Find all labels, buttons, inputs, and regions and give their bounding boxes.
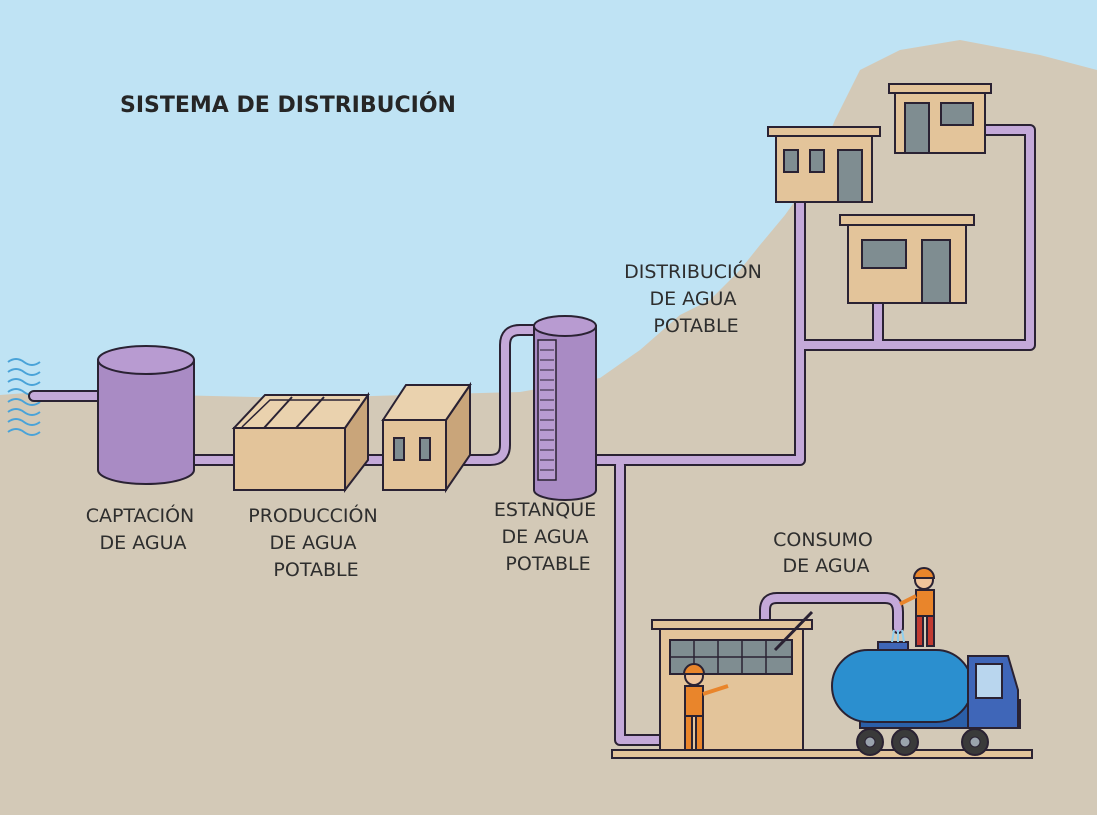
label-estanque-line3: POTABLE bbox=[505, 553, 590, 575]
house-2 bbox=[888, 83, 992, 154]
label-distribucion-line1: DISTRIBUCIÓN bbox=[624, 259, 762, 283]
diagram-title: SISTEMA DE DISTRIBUCIÓN bbox=[120, 92, 456, 118]
label-estanque: ESTANQUE DE AGUA POTABLE bbox=[494, 499, 602, 575]
label-produccion-line2: DE AGUA bbox=[269, 532, 356, 554]
label-distribucion-line2: DE AGUA bbox=[649, 288, 736, 310]
label-produccion-line1: PRODUCCIÓN bbox=[248, 503, 377, 527]
label-captacion-line1: CAPTACIÓN bbox=[86, 503, 195, 527]
filling-station bbox=[651, 610, 814, 751]
label-captacion-line2: DE AGUA bbox=[100, 532, 187, 554]
water-stream-icon bbox=[891, 629, 905, 643]
intake-tank bbox=[97, 345, 195, 485]
label-captacion: CAPTACIÓN DE AGUA bbox=[86, 503, 201, 554]
label-produccion: PRODUCCIÓN DE AGUA POTABLE bbox=[248, 503, 384, 581]
house-1 bbox=[767, 126, 881, 203]
water-truck bbox=[831, 641, 1021, 756]
pipe-network bbox=[28, 124, 1036, 756]
storage-tank bbox=[533, 315, 597, 501]
label-consumo: CONSUMO DE AGUA bbox=[773, 529, 879, 577]
label-distribucion-line3: POTABLE bbox=[653, 315, 738, 337]
label-estanque-line1: ESTANQUE bbox=[494, 499, 596, 521]
production-plant bbox=[231, 391, 370, 493]
label-produccion-line3: POTABLE bbox=[273, 559, 358, 581]
treatment-building bbox=[381, 381, 472, 494]
label-estanque-line2: DE AGUA bbox=[501, 526, 588, 548]
worker-on-truck-icon bbox=[899, 567, 936, 647]
ground-slab bbox=[611, 749, 1033, 759]
label-consumo-line1: CONSUMO bbox=[773, 529, 873, 551]
worker-on-ground-icon bbox=[682, 663, 729, 751]
label-consumo-line2: DE AGUA bbox=[783, 555, 870, 577]
house-3 bbox=[839, 214, 975, 304]
water-source-icon bbox=[7, 358, 41, 436]
label-distribucion: DISTRIBUCIÓN DE AGUA POTABLE bbox=[624, 259, 768, 337]
